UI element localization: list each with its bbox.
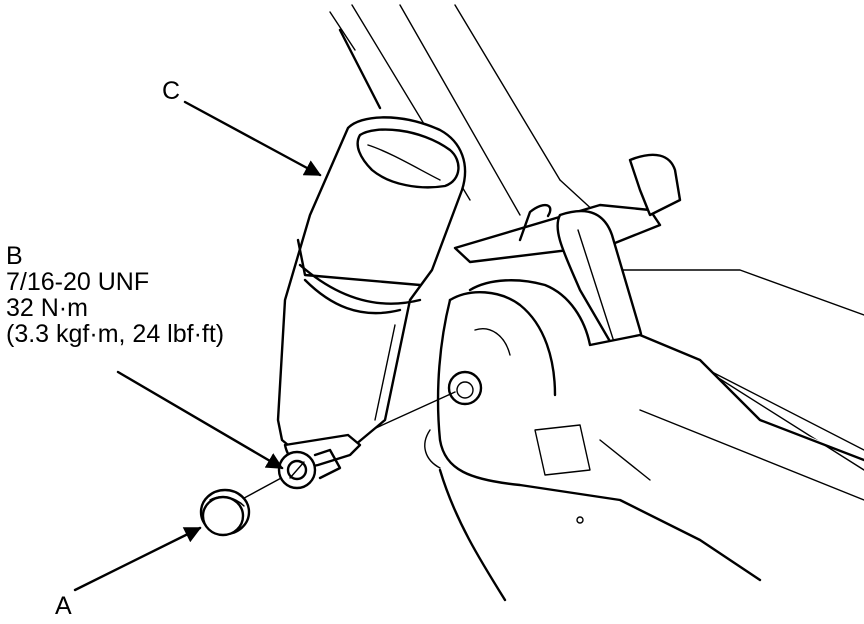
cap-a bbox=[199, 488, 251, 537]
seat-belt-buckle bbox=[276, 116, 467, 468]
leader-arrows bbox=[73, 100, 322, 592]
seat-bracket bbox=[424, 153, 864, 602]
bolt-b bbox=[277, 448, 342, 490]
label-a: A bbox=[55, 592, 72, 620]
label-b-name: B bbox=[6, 242, 23, 270]
leader-arrow-a bbox=[73, 526, 202, 592]
label-b: B 7/16-20 UNF 32 N·m (3.3 kgf·m, 24 lbf·… bbox=[6, 243, 224, 347]
label-b-spec: 7/16-20 UNF bbox=[6, 268, 150, 296]
label-b-torque: 32 N·m bbox=[6, 294, 88, 322]
leader-arrow-c bbox=[183, 100, 322, 177]
leader-arrow-b bbox=[116, 370, 284, 470]
label-c: C bbox=[162, 77, 181, 105]
label-b-torque-alt: (3.3 kgf·m, 24 lbf·ft) bbox=[6, 320, 225, 348]
